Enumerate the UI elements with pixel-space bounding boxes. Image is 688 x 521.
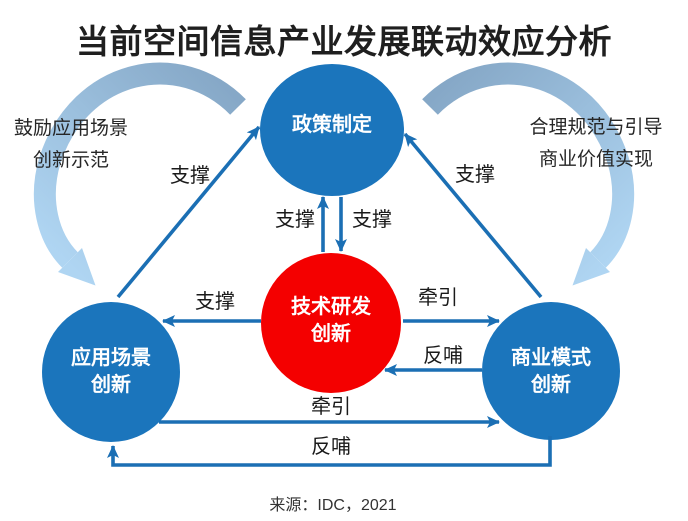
node-business-label: 商业模式 创新	[481, 345, 621, 399]
node-application-label-line1: 应用场景	[71, 347, 151, 369]
edge-label-pull-tech-to-biz: 牵引	[418, 287, 458, 309]
swoosh-arrow-left	[33, 62, 246, 286]
annotation-left-line2: 创新示范	[32, 150, 109, 171]
node-tech-label-line1: 技术研发	[291, 296, 371, 318]
edge-label-support-tech-to-policy: 支撑	[275, 209, 315, 231]
edge-label-feedback-biz-to-tech: 反哺	[423, 345, 463, 367]
node-business-label-line1: 商业模式	[511, 347, 591, 369]
annotation-right: 合理规范与引导 商业价值实现	[521, 112, 671, 176]
node-policy-label: 政策制定	[292, 114, 372, 136]
edge-label-feedback-biz-to-app: 反哺	[311, 436, 351, 458]
annotation-right-line1: 合理规范与引导	[529, 117, 663, 138]
node-business-circle	[482, 302, 620, 440]
edge-label-pull-app-to-biz: 牵引	[311, 396, 351, 418]
node-application-label-line2: 创新	[91, 374, 131, 396]
swoosh-left-arrowhead-icon	[58, 248, 96, 286]
arrow-support-biz-to-policy	[403, 132, 543, 299]
node-tech-label: 技术研发 创新	[261, 294, 401, 348]
page-title: 当前空间信息产业发展联动效应分析	[76, 23, 612, 60]
node-tech-label-line2: 创新	[311, 323, 351, 345]
edge-label-support-tech-to-app: 支撑	[195, 291, 235, 313]
edge-label-support-policy-to-tech: 支撑	[352, 209, 392, 231]
node-tech-circle	[261, 253, 401, 393]
node-application-label: 应用场景 创新	[41, 345, 181, 399]
annotation-left-line1: 鼓励应用场景	[13, 118, 128, 139]
swoosh-right-arrowhead-icon	[572, 248, 610, 286]
node-application-circle	[42, 302, 180, 442]
source-text: 来源：IDC，2021	[269, 497, 397, 514]
annotation-left: 鼓励应用场景 创新示范	[0, 113, 146, 177]
node-policy-circle	[260, 64, 404, 196]
swoosh-arrow-right	[422, 62, 635, 286]
arrow-feedback-biz-to-app	[107, 436, 552, 467]
node-business-label-line2: 创新	[531, 374, 571, 396]
arrow-support-app-to-policy	[116, 125, 261, 299]
edge-label-support-biz-to-policy: 支撑	[455, 164, 495, 186]
edge-label-support-app-to-policy: 支撑	[170, 165, 210, 187]
annotation-right-line2: 商业价值实现	[538, 149, 653, 170]
